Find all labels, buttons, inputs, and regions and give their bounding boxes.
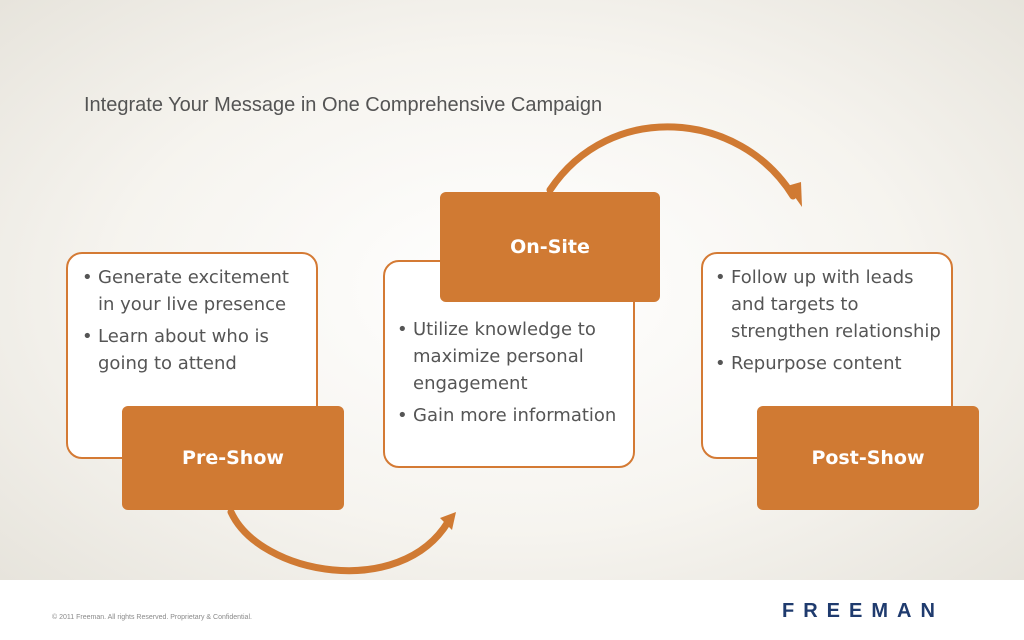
freeman-logo: FREEMAN [782,600,944,622]
on-site-bullet: Utilize knowledge to maximize personal e… [397,316,623,397]
pre-show-label: Pre-Show [182,447,284,469]
post-show-bullet: Repurpose content [715,350,941,377]
post-show-label-box: Post-Show [757,406,979,510]
on-site-label: On-Site [510,236,590,258]
page-title: Integrate Your Message in One Comprehens… [84,94,603,116]
pre-show-bullet: Generate excitement in your live presenc… [82,264,302,318]
arrow-head-postshow [787,182,802,207]
on-site-bullets: Utilize knowledge to maximize personal e… [397,316,623,429]
on-site-bullet: Gain more information [397,402,623,429]
post-show-bullet: Follow up with leads and targets to stre… [715,264,941,345]
post-show-bullets: Follow up with leads and targets to stre… [715,264,941,377]
flow-arrows [227,123,802,575]
post-show-label: Post-Show [811,447,925,469]
slide: Integrate Your Message in One Comprehens… [0,0,1024,580]
pre-show-bullet: Learn about who is going to attend [82,323,302,377]
pre-show-label-box: Pre-Show [122,406,344,510]
footer: © 2011 Freeman. All rights Reserved. Pro… [0,580,1024,640]
pre-show-bullets: Generate excitement in your live presenc… [82,264,302,377]
arrow-onsite-to-postshow [546,123,797,200]
copyright-text: © 2011 Freeman. All rights Reserved. Pro… [52,614,252,621]
on-site-label-box: On-Site [440,192,660,302]
arrow-head-onsite [440,512,456,530]
arrow-preshow-to-onsite [227,508,452,575]
